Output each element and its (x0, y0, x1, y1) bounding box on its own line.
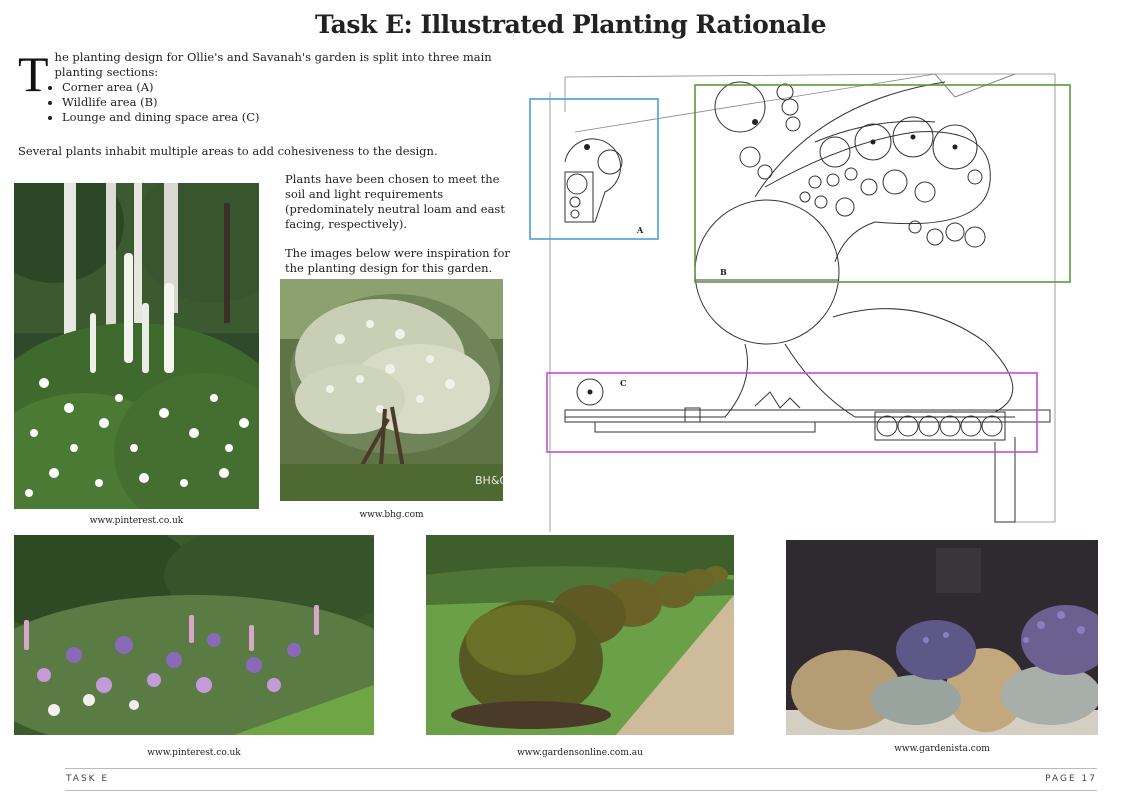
photo-caption: www.pinterest.co.uk (147, 748, 241, 758)
foxglove-birch-photo (14, 183, 259, 509)
photo-watermark: BH&G (475, 474, 503, 487)
garden-plan: A B C (515, 62, 1105, 532)
planting-sections-list: Corner area (A) Wildlife area (B) Lounge… (18, 80, 518, 125)
soil-light-text: Plants have been chosen to meet the soil… (285, 172, 505, 231)
flowering-tree-photo: BH&G (280, 279, 503, 501)
list-item: Corner area (A) (62, 80, 518, 95)
topiary-domes-photo (426, 535, 734, 735)
list-item: Lounge and dining space area (C) (62, 110, 518, 125)
photo-caption: www.gardenista.com (894, 744, 990, 754)
intro-paragraph: T he planting design for Ollie's and Sav… (18, 46, 518, 125)
area-b-label: B (720, 267, 727, 277)
photo-caption: www.bhg.com (359, 510, 424, 520)
area-c-outline (546, 372, 1038, 453)
photo-caption: www.pinterest.co.uk (89, 516, 184, 526)
area-c-label: C (620, 378, 626, 388)
footer-section-label: TASK E (66, 774, 110, 784)
footer-divider (65, 768, 1097, 769)
perennial-border-photo (14, 535, 374, 735)
inspiration-text: The images below were inspiration for th… (285, 246, 510, 275)
footer-page-number: PAGE 17 (1045, 774, 1097, 784)
drop-cap: T (18, 46, 49, 102)
area-a-outline (529, 98, 659, 240)
area-a-label: A (636, 225, 644, 235)
page-title: Task E: Illustrated Planting Rationale (314, 10, 827, 39)
intro-text: he planting design for Ollie's and Savan… (54, 50, 492, 79)
cohesiveness-text: Several plants inhabit multiple areas to… (18, 144, 438, 158)
area-b-outline (694, 84, 1071, 283)
photo-caption: www.gardensonline.com.au (517, 748, 643, 758)
rationale-text: Plants have been chosen to meet the soil… (285, 172, 520, 290)
grasses-wall-photo (786, 540, 1098, 735)
list-item: Wildlife area (B) (62, 95, 518, 110)
footer-divider (65, 790, 1097, 791)
